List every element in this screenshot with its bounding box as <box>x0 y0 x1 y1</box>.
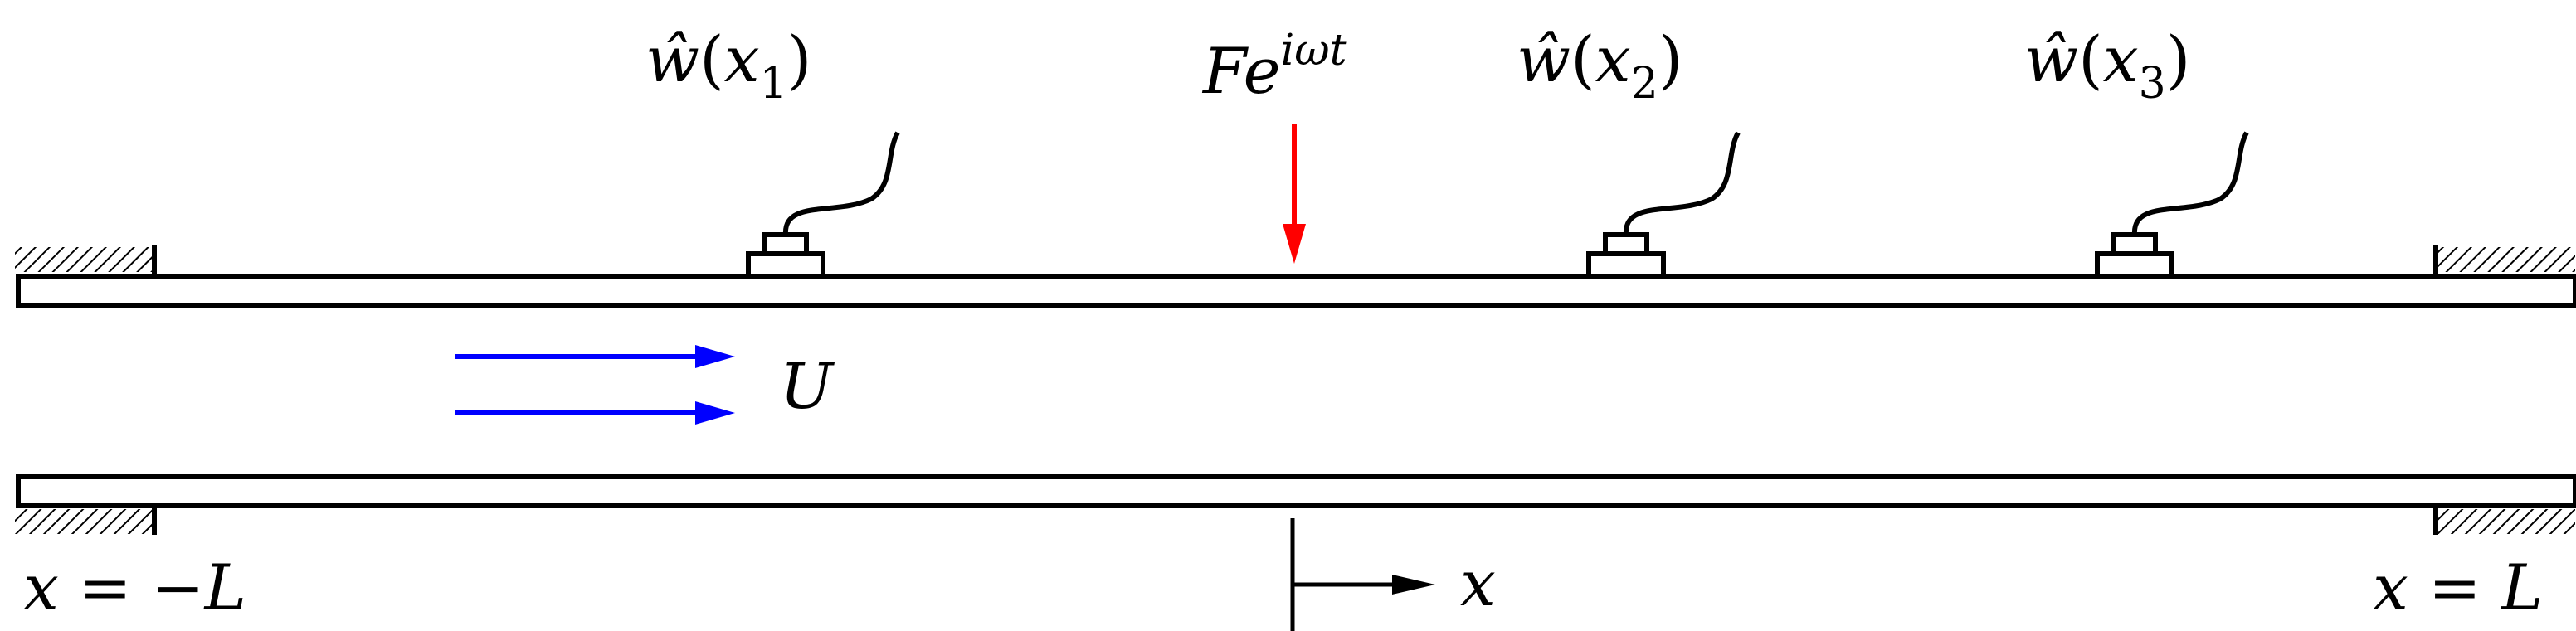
left-boundary-label: x = −L <box>23 551 246 624</box>
upper-plate <box>16 274 2576 308</box>
sensor-2-label: ŵ(x2) <box>1517 22 1682 109</box>
right-upper-clamp <box>2433 245 2575 276</box>
sensor-3-label: ŵ(x3) <box>2024 22 2190 109</box>
flow-label: U <box>780 349 835 423</box>
force-arrow <box>1283 124 1306 264</box>
x-axis-arrow <box>1290 518 1435 631</box>
right-boundary-label: x = L <box>2373 551 2543 624</box>
force-label: Feiωt <box>1201 26 1347 108</box>
x-axis-label: x <box>1460 546 1496 620</box>
lower-plate <box>16 474 2576 508</box>
flow-arrows <box>455 345 735 425</box>
sensor-1 <box>746 131 900 279</box>
sensor-3 <box>2095 131 2249 279</box>
sensor-1-label: ŵ(x1) <box>645 22 811 109</box>
left-upper-clamp <box>15 245 157 276</box>
left-lower-clamp <box>15 506 157 535</box>
sensor-2 <box>1586 131 1741 279</box>
right-lower-clamp <box>2433 506 2575 535</box>
